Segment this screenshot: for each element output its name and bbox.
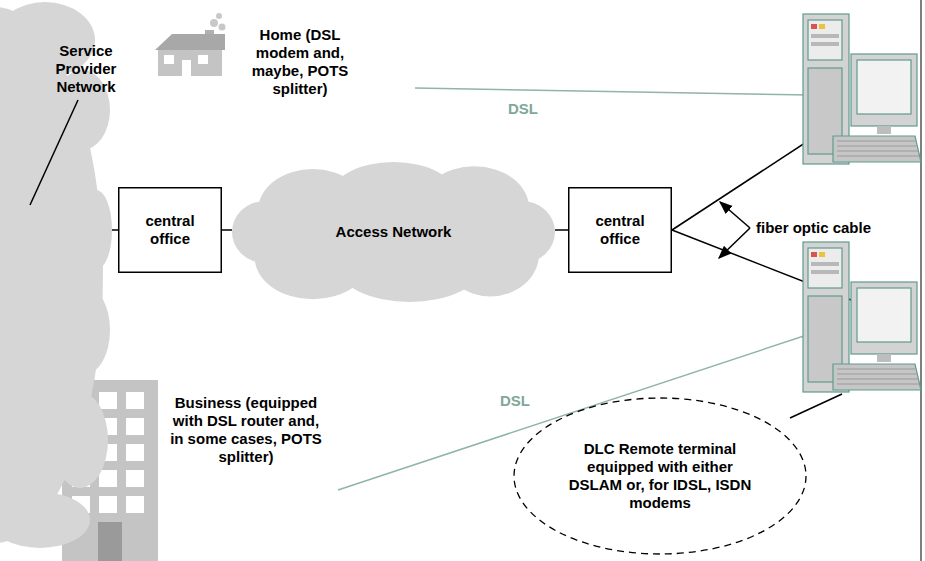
screen: [857, 288, 911, 342]
monitor: [851, 282, 917, 354]
node-text: Access Network: [294, 223, 494, 241]
window: [99, 496, 117, 513]
window: [164, 55, 174, 64]
drive-slot: [811, 262, 839, 266]
key-row: [837, 379, 918, 380]
cloud-shape: [80, 190, 112, 270]
key-row: [837, 384, 920, 385]
cloud-shape: [52, 392, 108, 488]
window: [126, 444, 144, 461]
link-label: DSL: [500, 392, 530, 410]
key-row: [837, 146, 917, 147]
smoke: [216, 13, 222, 19]
screen: [857, 60, 911, 114]
office-box: central office: [568, 187, 672, 273]
callout-ellipse: DLC Remote terminal equipped with either…: [512, 396, 808, 556]
door: [182, 60, 191, 76]
window: [126, 392, 144, 409]
window: [126, 470, 144, 487]
keyboard: [833, 136, 921, 162]
computer-terminal: [803, 242, 921, 392]
node-text: central office: [128, 212, 212, 248]
key-row: [837, 374, 917, 375]
led: [819, 252, 825, 257]
cloud-region: Access Network: [232, 162, 555, 302]
roof: [155, 34, 225, 50]
key-row: [837, 156, 920, 157]
house-icon: [155, 13, 226, 76]
box-outline: [569, 188, 672, 273]
computer-terminal: [803, 14, 921, 164]
monitor: [851, 54, 917, 126]
drive-slot: [811, 34, 839, 38]
window: [126, 496, 144, 513]
cloud-shape: [0, 492, 90, 548]
link-line: [222, 229, 232, 231]
drive-slot: [811, 42, 839, 46]
cable-label: fiber optic cable: [756, 219, 871, 237]
monitor-stand: [877, 354, 891, 362]
node-text: DLC Remote terminal equipped with either…: [567, 440, 753, 512]
dashed-outline: [514, 398, 806, 554]
node-text: central office: [578, 212, 662, 248]
window: [126, 418, 144, 435]
dsl-line: [415, 88, 810, 95]
pointer-arrow: [720, 202, 750, 228]
leader-line: [30, 100, 78, 205]
window: [198, 55, 208, 64]
house-wall: [158, 50, 222, 76]
frame-line: [921, 0, 922, 561]
drive-slot: [811, 270, 839, 274]
cloud-shape: [490, 201, 555, 263]
link-label: DSL: [508, 100, 538, 118]
link-line: [112, 229, 118, 231]
key-row: [837, 151, 918, 152]
box-outline: [119, 188, 222, 273]
door: [98, 522, 122, 561]
site-label: Home (DSL modem and, maybe, POTS splitte…: [236, 26, 364, 106]
front-panel: [808, 248, 842, 288]
node-text: Home (DSL modem and, maybe, POTS splitte…: [236, 26, 364, 98]
front-panel: [808, 20, 842, 60]
key-row: [837, 369, 915, 370]
leader-line: [790, 394, 842, 418]
dsl-line: [338, 330, 822, 490]
window: [99, 392, 117, 409]
led: [819, 24, 825, 29]
smoke: [219, 24, 226, 31]
keyboard: [833, 364, 921, 390]
monitor-stand: [877, 126, 891, 134]
link-line: [555, 229, 568, 231]
node-text: Service Provider Network: [38, 42, 134, 96]
window: [99, 470, 117, 487]
pointer-arrow: [719, 228, 750, 258]
site-label: Business (equipped with DSL router and, …: [168, 394, 324, 554]
cloud-shape: [232, 201, 297, 263]
led: [811, 252, 817, 257]
key-row: [837, 141, 915, 142]
cloud-shape: [58, 285, 110, 375]
led: [811, 24, 817, 29]
cloud-region: Service Provider Network: [0, 0, 112, 548]
smoke: [210, 19, 218, 27]
node-text: Business (equipped with DSL router and, …: [168, 394, 324, 466]
office-box: central office: [118, 187, 222, 273]
